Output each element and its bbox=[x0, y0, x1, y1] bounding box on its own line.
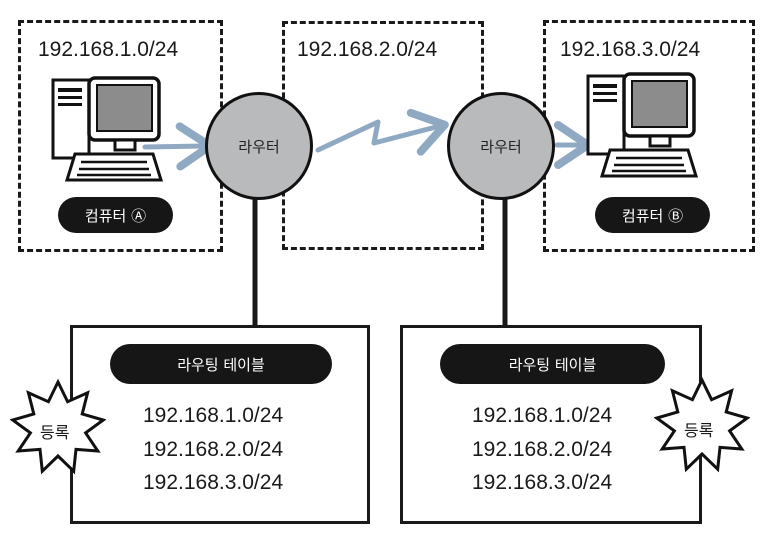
routing-table-2-entry-3: 192.168.3.0/24 bbox=[472, 471, 613, 494]
router-2: 라우터 bbox=[447, 92, 555, 200]
computer-b-icon bbox=[586, 72, 699, 178]
routing-table-1-badge: 등록 bbox=[40, 423, 70, 442]
subnet-1-label: 192.168.1.0/24 bbox=[38, 38, 179, 61]
computer-a-icon bbox=[51, 76, 164, 182]
routing-table-1-title: 라우팅 테이블 bbox=[110, 344, 332, 384]
computer-a-label: 컴퓨터 Ⓐ bbox=[58, 197, 173, 233]
arrow-router-1-to-router-2 bbox=[315, 108, 449, 156]
router-1: 라우터 bbox=[205, 92, 313, 200]
routing-table-2-entry-2: 192.168.2.0/24 bbox=[472, 438, 613, 461]
routing-table-1-entry-2: 192.168.2.0/24 bbox=[143, 438, 284, 461]
routing-table-1-entry-1: 192.168.1.0/24 bbox=[143, 404, 284, 427]
routing-table-2-badge: 등록 bbox=[684, 421, 714, 440]
routing-table-2-entry-1: 192.168.1.0/24 bbox=[472, 404, 613, 427]
routing-table-2-title: 라우팅 테이블 bbox=[440, 344, 665, 384]
registration-burst-1-icon bbox=[10, 378, 106, 475]
subnet-3-label: 192.168.3.0/24 bbox=[560, 38, 701, 61]
subnet-2-label: 192.168.2.0/24 bbox=[297, 38, 438, 61]
router-1-label: 라우터 bbox=[238, 137, 280, 156]
computer-b-label: 컴퓨터 Ⓑ bbox=[595, 197, 710, 233]
routing-table-1-entry-3: 192.168.3.0/24 bbox=[143, 471, 284, 494]
router-2-label: 라우터 bbox=[480, 137, 522, 156]
registration-burst-2-icon bbox=[654, 376, 750, 473]
arrow-computer-a-to-router-1 bbox=[142, 122, 214, 171]
